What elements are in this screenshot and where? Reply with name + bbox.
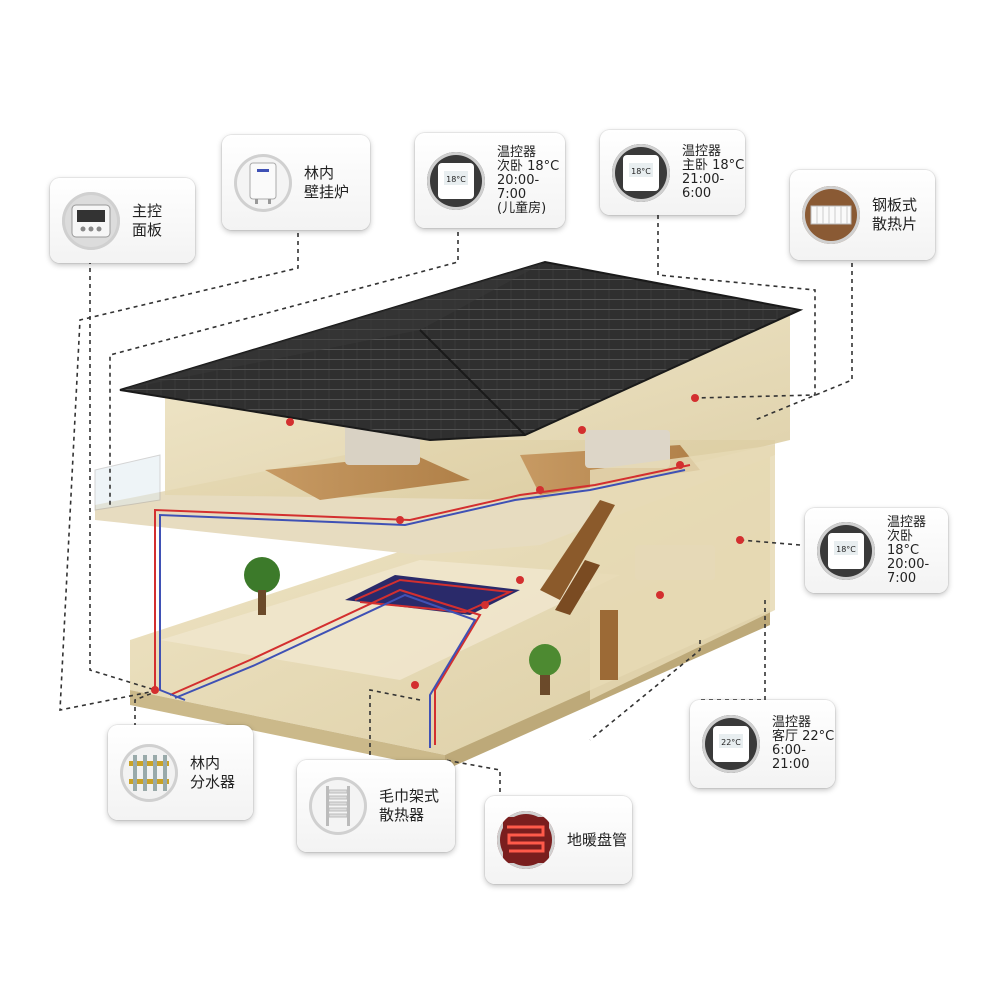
boiler-label: 林内 壁挂炉 xyxy=(304,163,350,201)
plant-right-pot xyxy=(540,675,550,695)
manifold-icon xyxy=(120,743,178,802)
thermostat-master-label: 温控器 主卧 18°C 21:00-6:00 xyxy=(682,143,745,201)
card-thermostat-kids: 18°C 温控器 次卧 18°C 20:00-7:00 (儿童房) xyxy=(415,133,565,228)
thermostat-living-label: 温控器 客厅 22°C 6:00-21:00 xyxy=(772,715,835,772)
floor-heating-icon xyxy=(497,811,555,869)
card-boiler: 林内 壁挂炉 xyxy=(222,135,370,230)
card-towel-radiator: 毛巾架式 散热器 xyxy=(297,760,455,852)
towel-radiator-label: 毛巾架式 散热器 xyxy=(379,787,440,824)
steel-radiator-label: 钢板式 散热片 xyxy=(872,196,918,233)
roof-left-face xyxy=(120,262,545,390)
thermostat-kids-label: 温控器 次卧 18°C 20:00-7:00 (儿童房) xyxy=(497,144,560,216)
plant-left xyxy=(244,557,280,593)
floor-heating-label: 地暖盘管 xyxy=(567,830,628,849)
thermostat-master-icon: 18°C xyxy=(612,143,670,202)
roof-hip-line xyxy=(419,329,526,436)
thermostat-second-display: 18°C xyxy=(836,545,856,554)
ground-floor-edge xyxy=(130,690,445,770)
boiler-icon xyxy=(234,153,292,212)
plant-right xyxy=(529,644,561,676)
connector-lines xyxy=(59,215,853,800)
heating-pipes xyxy=(154,464,691,748)
location-markers xyxy=(151,394,744,694)
floor-heating-coil-line xyxy=(354,578,514,614)
steel-radiator-icon xyxy=(802,186,860,244)
card-thermostat-second: 18°C 温控器 次卧 18°C 20:00-7:00 xyxy=(805,508,948,593)
main-panel-icon xyxy=(62,191,120,250)
thermostat-living-display: 22°C xyxy=(721,738,741,747)
card-thermostat-living: 22°C 温控器 客厅 22°C 6:00-21:00 xyxy=(690,700,835,788)
manifold-label: 林内 分水器 xyxy=(190,753,236,791)
thermostat-second-icon: 18°C xyxy=(817,521,875,580)
card-floor-heating: 地暖盘管 xyxy=(485,796,632,884)
balcony-glass xyxy=(94,454,161,511)
card-manifold: 林内 分水器 xyxy=(108,725,253,820)
thermostat-kids-icon: 18°C xyxy=(427,151,485,210)
upper-floor-wood-left xyxy=(265,455,470,500)
thermostat-second-label: 温控器 次卧 18°C 20:00-7:00 xyxy=(887,514,930,586)
towel-radiator-icon xyxy=(309,777,367,835)
plant-left-pot xyxy=(258,590,266,615)
thermostat-kids-display: 18°C xyxy=(446,175,466,184)
card-main-panel: 主控 面板 xyxy=(50,178,195,263)
thermostat-living-icon: 22°C xyxy=(702,715,760,773)
card-thermostat-master: 18°C 温控器 主卧 18°C 21:00-6:00 xyxy=(600,130,745,215)
thermostat-master-display: 18°C xyxy=(631,167,651,176)
bed-upper-right xyxy=(585,430,670,468)
staircase xyxy=(540,500,618,680)
card-radiator-steel: 钢板式 散热片 xyxy=(790,170,935,260)
right-wing-wall xyxy=(590,445,775,700)
main-panel-label: 主控 面板 xyxy=(132,201,163,239)
